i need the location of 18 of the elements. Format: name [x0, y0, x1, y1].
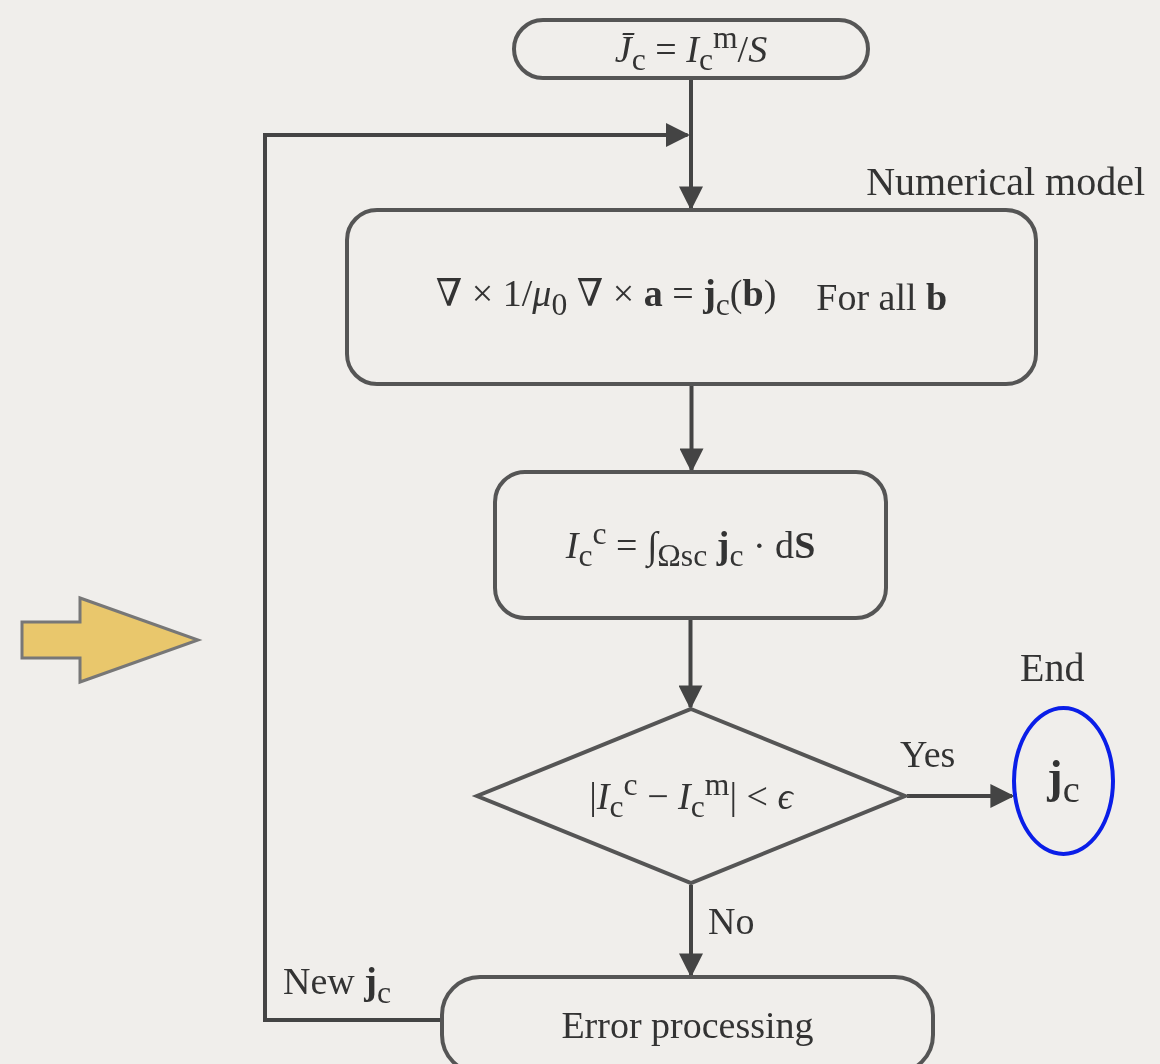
end-circle: [1012, 706, 1115, 856]
process-box: [493, 470, 888, 620]
formula-text: j$_{c}$: [1047, 750, 1080, 812]
formula-text: J̄$_{c}$ = I$_{c}$$^{m}$/S: [614, 19, 768, 79]
arrow: [907, 784, 1015, 808]
node-heading: Numerical model: [866, 158, 1145, 205]
arrow: [679, 80, 703, 211]
formula-text: For all b: [816, 275, 948, 319]
formula-text: ∇ × 1/μ$_{0}$ ∇ × a = j$_{c}$(b): [435, 271, 777, 323]
arrow: [678, 620, 703, 710]
arrow: [679, 386, 704, 473]
formula-text: I$_{c}$$^{c}$ = ∫$_{Ωsc}$ j$_{c}$ · dS: [565, 515, 816, 575]
formula-text: |I$_{c}$$^{c}$ − I$_{c}$$^{m}$| < ϵ: [589, 766, 793, 826]
terminal-box: [440, 975, 935, 1064]
node-caption: End: [1020, 644, 1085, 691]
formula-text: Error processing: [561, 1003, 814, 1047]
arrow: [679, 885, 703, 978]
arrow: [263, 123, 690, 1022]
